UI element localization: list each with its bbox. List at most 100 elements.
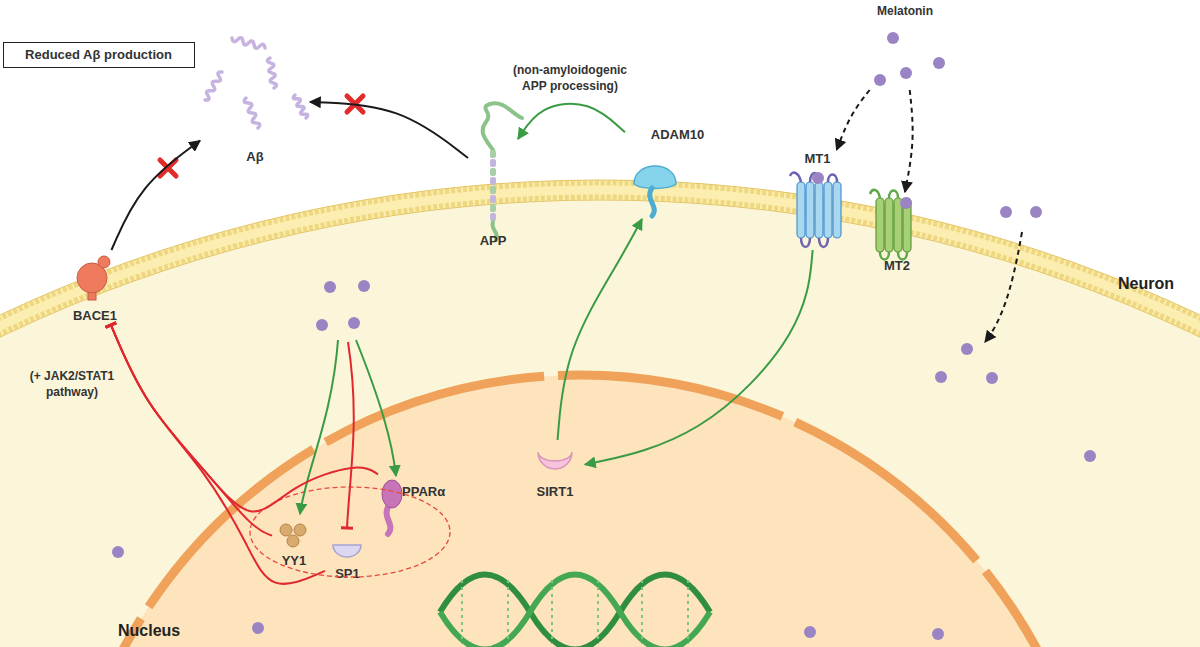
node-label: APP (468, 233, 518, 249)
ppara-factor-part (387, 505, 391, 534)
illustration-part (112, 546, 124, 558)
illustration-part (358, 280, 370, 292)
yy1-factor-part (287, 535, 299, 547)
connector-arrow (111, 325, 325, 584)
illustration-part (932, 628, 944, 640)
app-protein-part (483, 103, 522, 150)
mt2-receptor: MT2 (872, 192, 922, 274)
ppara-factor-part (382, 480, 402, 508)
amyloid-beta-part (293, 95, 307, 118)
mt1-receptor-part (824, 182, 832, 238)
melatonin-molecules: Melatonin (855, 0, 955, 90)
node-label: Nucleus (118, 623, 208, 639)
node-label: Aβ (240, 149, 270, 165)
app-protein-shape (468, 105, 518, 250)
app-protein-part (490, 204, 496, 212)
illustration-part (986, 372, 998, 384)
sp1-factor-icon (333, 545, 361, 557)
neuron-cell-part (0, 190, 1200, 647)
amyloid-beta-part (232, 38, 265, 49)
neuron-cell-part (0, 180, 1200, 647)
melatonin-molecules-part (900, 67, 912, 79)
nucleus-icon (60, 375, 1100, 647)
neuron-cell: NeuronNucleusYY1SP1PPARαSIRT1 (0, 170, 1200, 647)
illustration-part (356, 340, 396, 476)
node-label: Reduced Aβ production (4, 47, 193, 63)
node-label: MT1 (790, 151, 845, 167)
node-label: MT2 (872, 258, 922, 274)
nucleus-shape (60, 372, 1100, 647)
node-label: Melatonin (855, 3, 955, 19)
neuron-cell-part (0, 183, 1200, 647)
mt1-receptor-icon (790, 172, 841, 247)
neuron-cell-icon (0, 180, 1200, 647)
connector-arrow (111, 325, 378, 511)
mt1-receptor-part (806, 182, 814, 238)
connector-arrow (837, 90, 870, 150)
connector-arrow (585, 250, 813, 465)
melatonin-molecules-part (874, 74, 886, 86)
block-cross (160, 96, 363, 176)
connector-arrow (310, 102, 468, 158)
connector-arrow (518, 104, 625, 139)
illustration-part (1084, 450, 1096, 462)
ppara-factor-icon (382, 480, 402, 534)
connector-label: (non-amyloidogenic APP processing) (500, 62, 640, 94)
illustration-part (462, 580, 688, 644)
illustration-part (348, 317, 360, 329)
node-label: SP1 (325, 566, 370, 582)
amyloid-beta-part (205, 72, 222, 100)
mt1-receptor-part (812, 172, 824, 184)
node-label: PPARα (402, 484, 463, 500)
illustration-part (160, 160, 176, 176)
app-protein-part (490, 177, 496, 185)
illustration-part (440, 575, 710, 647)
amyloid-beta-icon (205, 38, 308, 128)
app-protein-part (490, 159, 496, 167)
illustration-part (935, 371, 947, 383)
amyloid-beta-part (244, 98, 260, 128)
illustration-part (1030, 206, 1042, 218)
mt2-receptor-icon (870, 190, 912, 260)
sirt1-protein: SIRT1 (525, 440, 585, 502)
adam10-enzyme-part (634, 166, 676, 189)
melatonin-dots (112, 206, 1096, 640)
adam10-enzyme: ADAM10 (625, 124, 710, 219)
bace1-enzyme: BACE1 (62, 250, 128, 325)
node-label: ADAM10 (645, 127, 710, 143)
mt2-receptor-part (876, 198, 884, 252)
melatonin-molecules-icon (874, 32, 945, 86)
node-label: SIRT1 (525, 484, 585, 500)
melatonin-molecules-part (933, 57, 945, 69)
illustration-part (347, 96, 363, 112)
mt2-receptor-part (894, 198, 902, 252)
app-protein-part (490, 213, 496, 221)
illustration-part (300, 340, 338, 514)
app-protein-part (490, 150, 496, 158)
nucleus-part (60, 375, 1100, 647)
mt2-receptor-part (885, 198, 893, 252)
result-box: Reduced Aβ production (3, 42, 195, 68)
illustration-part (961, 343, 973, 355)
mt1-receptor: MT1 (790, 150, 845, 250)
sp1-factor-part (333, 545, 361, 557)
illustration-part (440, 575, 710, 647)
neuron-cell-part (0, 200, 1200, 647)
app-protein-part (490, 186, 496, 194)
factor-group-outline (250, 487, 450, 577)
illustration-part (324, 281, 336, 293)
mt1-receptor-part (790, 173, 837, 247)
neuron-cell-part (0, 197, 1200, 647)
melatonin-molecules-part (887, 32, 899, 44)
node-label: YY1 (272, 553, 316, 569)
neuron-cell-part (0, 190, 1200, 647)
bace1-enzyme-part (98, 256, 110, 268)
node-label: BACE1 (62, 308, 128, 324)
nucleus: Nucleus YY1SP1 PPARα SIRT1 (60, 372, 1100, 647)
connector-arrow (558, 219, 642, 440)
illustration-part (804, 626, 816, 638)
amyloid-beta-part (268, 58, 277, 88)
illustration-part (252, 622, 264, 634)
yy1-factor-icon (280, 524, 306, 547)
app-protein-part (490, 195, 496, 203)
